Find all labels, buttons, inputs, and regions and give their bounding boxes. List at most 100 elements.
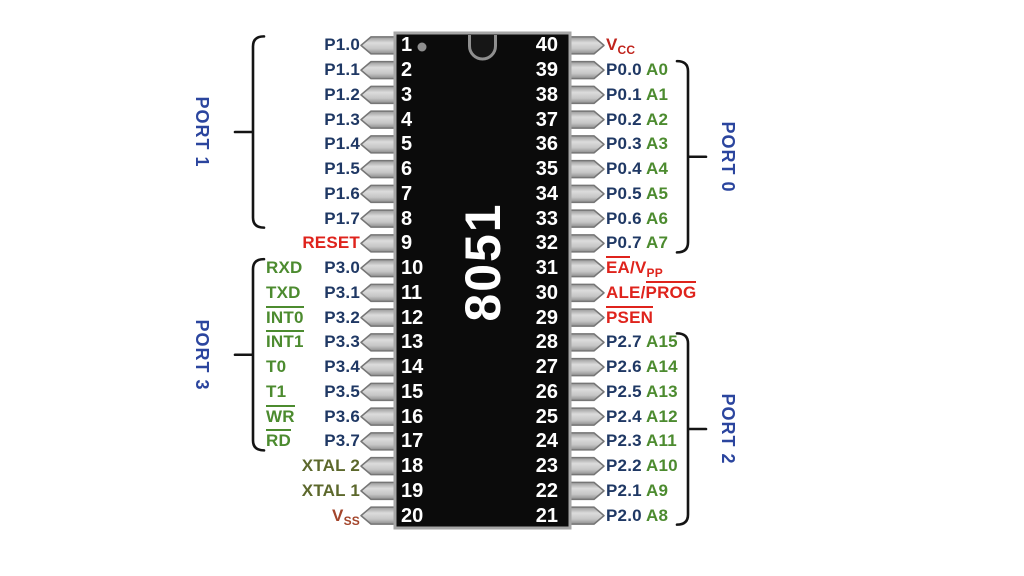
pin-number: 34	[535, 182, 558, 205]
pin-function-label: P1.7	[0, 207, 360, 231]
pin-number: 2	[401, 59, 413, 82]
pin-number: 7	[401, 182, 413, 205]
pin-function-label: P2.0	[606, 504, 642, 528]
pin-number: 31	[535, 257, 558, 280]
label-segment: P2.0	[606, 505, 642, 525]
pin-function-label: P1.2	[0, 83, 360, 107]
label-segment: A9	[646, 480, 669, 500]
label-segment: P3.6	[324, 406, 360, 426]
pin-number: 19	[401, 479, 424, 502]
label-segment: P1.2	[324, 84, 360, 104]
pin-number: 40	[535, 34, 558, 57]
label-segment: P0.4	[606, 159, 642, 179]
label-segment: PROG	[645, 280, 697, 302]
pin-alt-function-label: A8	[646, 504, 668, 528]
label-segment: P2.4	[606, 406, 642, 426]
pin-function-label: PSEN	[606, 305, 654, 330]
label-segment: P1.1	[324, 60, 360, 80]
label-segment: A13	[646, 381, 678, 401]
label-segment: INT1	[266, 330, 304, 352]
label-segment: P2.1	[606, 480, 642, 500]
pin-function-label: P0.1	[606, 83, 642, 107]
label-segment: A3	[646, 134, 669, 154]
pin-function-label: XTAL 1	[0, 479, 360, 503]
label-segment: P0.2	[606, 109, 642, 129]
label-segment: P0.6	[606, 208, 642, 228]
label-segment: P2.5	[606, 381, 642, 401]
label-segment: P0.1	[606, 84, 642, 104]
label-segment: P3.7	[324, 431, 360, 451]
pin-alt-function-label: A7	[646, 231, 668, 255]
pin-number: 30	[535, 281, 558, 304]
label-segment: P1.5	[324, 159, 360, 179]
label-segment: SS	[343, 513, 360, 528]
port-label: PORT 0	[718, 121, 738, 193]
label-segment: P3.0	[324, 258, 360, 278]
label-segment: P1.4	[324, 134, 360, 154]
label-segment: XTAL 2	[301, 456, 360, 476]
label-segment: P3.3	[324, 332, 360, 352]
label-segment: CC	[617, 43, 636, 58]
port-bracket	[675, 59, 708, 254]
label-segment: TXD	[266, 282, 301, 302]
port-label: PORT 1	[192, 96, 212, 168]
chip-title: 8051	[455, 202, 511, 322]
pin-alt-function-label: A2	[646, 108, 668, 132]
pin-alt-function-label: A12	[646, 405, 678, 429]
pin-alt-function-label: INT1	[266, 330, 304, 354]
port-label: PORT 2	[718, 393, 738, 465]
pin-alt-function-label: WR	[266, 404, 295, 429]
port-label: PORT 3	[192, 319, 212, 391]
pin-number: 35	[535, 158, 558, 181]
label-segment: XTAL 1	[301, 480, 360, 500]
pin-alt-function-label: T0	[266, 355, 286, 379]
label-segment: RESET	[302, 233, 360, 253]
label-segment: P1.6	[324, 183, 360, 203]
pin-number: 39	[535, 59, 558, 82]
pin-function-label: P3.0	[0, 256, 360, 280]
label-segment: A7	[646, 233, 669, 253]
pin-number: 24	[535, 430, 558, 453]
pin-alt-function-label: A14	[646, 355, 678, 379]
pin-function-label: P0.6	[606, 207, 642, 231]
pin-function-label: P2.2	[606, 454, 642, 478]
pin-function-label: P2.7	[606, 330, 642, 354]
pin-function-label: P3.7	[0, 429, 360, 453]
pin-function-label: P3.2	[0, 306, 360, 330]
pin-alt-function-label: A11	[646, 429, 677, 453]
pin-function-label: RESET	[0, 231, 360, 255]
pin-function-label: P1.6	[0, 182, 360, 206]
label-segment: V	[606, 35, 618, 55]
label-segment: A12	[646, 406, 678, 426]
label-segment: WR	[266, 404, 295, 426]
pin-function-label: P3.6	[0, 405, 360, 429]
pin-alt-function-label: A15	[646, 330, 678, 354]
pin-number: 13	[401, 331, 424, 354]
pin-function-label: P3.1	[0, 281, 360, 305]
port-bracket	[675, 332, 708, 526]
pin-function-label: P1.0	[0, 33, 360, 57]
pin-function-label: P0.4	[606, 157, 642, 181]
label-segment: A11	[646, 431, 677, 451]
pin-function-label: P1.5	[0, 157, 360, 181]
pin-function-label: EA/VPP	[606, 256, 663, 280]
chip-body	[393, 31, 572, 530]
pin-alt-function-label: A3	[646, 132, 668, 156]
label-segment: A6	[646, 208, 669, 228]
pin-number: 15	[401, 380, 424, 403]
label-segment: P3.1	[324, 282, 360, 302]
pin-alt-function-label: A0	[646, 58, 668, 82]
label-segment: P1.3	[324, 109, 360, 129]
label-segment: P2.7	[606, 332, 642, 352]
pin-number: 26	[535, 380, 558, 403]
pin-number: 17	[401, 430, 424, 453]
label-segment: P3.2	[324, 307, 360, 327]
label-segment: A2	[646, 109, 669, 129]
pin-alt-function-label: A4	[646, 157, 668, 181]
label-segment: P0.5	[606, 183, 642, 203]
pin-number: 21	[535, 504, 558, 527]
pin-function-label: XTAL 2	[0, 454, 360, 478]
pin-number: 29	[535, 306, 558, 329]
